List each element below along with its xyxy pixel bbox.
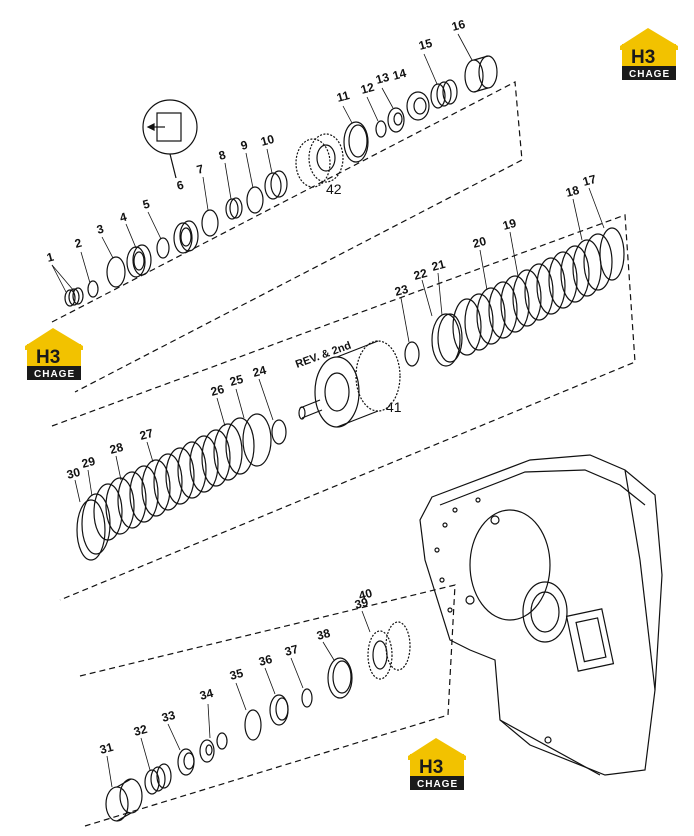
logo-text: CHAGE	[629, 69, 670, 80]
logo-text: CHAGE	[417, 779, 458, 790]
part-label-38: 38	[315, 626, 332, 643]
part-label-13: 13	[374, 70, 391, 87]
part-label-15: 15	[417, 36, 434, 53]
logo-text: CHAGE	[34, 369, 75, 380]
panel-middle-outline	[51, 214, 636, 601]
part-label-3: 3	[95, 222, 105, 237]
part-label-24: 24	[251, 363, 268, 380]
part-label-14: 14	[391, 66, 408, 83]
part-label-1: 1	[45, 250, 55, 265]
part-label-21: 21	[430, 257, 447, 274]
part-label-41: 41	[386, 399, 402, 415]
parts-middle-row	[76, 227, 625, 561]
part-label-31: 31	[98, 740, 115, 757]
part-label-19: 19	[501, 216, 518, 233]
part-label-22: 22	[412, 266, 429, 283]
part-label-11: 11	[335, 88, 351, 105]
logo-mark: H3	[419, 757, 443, 778]
part-label-18: 18	[564, 183, 581, 200]
part-label-29: 29	[80, 454, 97, 471]
part-label-4: 4	[118, 210, 128, 225]
part-label-35: 35	[228, 666, 245, 683]
part-label-12: 12	[359, 80, 376, 97]
part-label-20: 20	[471, 234, 488, 251]
part-label-42: 42	[326, 181, 342, 197]
leader-lines	[51, 33, 605, 788]
panel-top-outline	[51, 81, 523, 393]
part-label-6: 6	[175, 178, 185, 193]
logo-mark: H3	[631, 47, 655, 68]
part-label-16: 16	[450, 17, 467, 34]
parts-top-row	[64, 55, 498, 307]
part-label-36: 36	[257, 652, 274, 669]
part-label-33: 33	[160, 708, 177, 725]
part-label-9: 9	[239, 138, 249, 153]
part-label-30: 30	[65, 465, 82, 482]
parts-bottom-row	[105, 621, 411, 822]
transmission-housing	[419, 454, 663, 776]
part-label-10: 10	[259, 132, 276, 149]
panel-bottom-outline	[79, 584, 456, 827]
inset-detail	[142, 99, 198, 179]
part-label-5: 5	[141, 197, 151, 212]
section-label: REV. & 2nd	[294, 340, 353, 371]
logo-mark: H3	[36, 347, 60, 368]
part-label-26: 26	[209, 382, 226, 399]
part-label-39: 39	[353, 595, 370, 612]
part-label-32: 32	[132, 722, 149, 739]
part-label-37: 37	[283, 642, 300, 659]
part-label-8: 8	[217, 148, 227, 163]
part-label-28: 28	[108, 440, 125, 457]
part-label-23: 23	[393, 282, 410, 299]
part-label-2: 2	[73, 236, 83, 251]
part-label-17: 17	[581, 172, 598, 189]
part-label-27: 27	[138, 426, 155, 443]
part-label-25: 25	[228, 372, 245, 389]
part-label-40: 40	[357, 586, 374, 603]
part-label-7: 7	[195, 162, 205, 177]
part-label-34: 34	[198, 686, 215, 703]
